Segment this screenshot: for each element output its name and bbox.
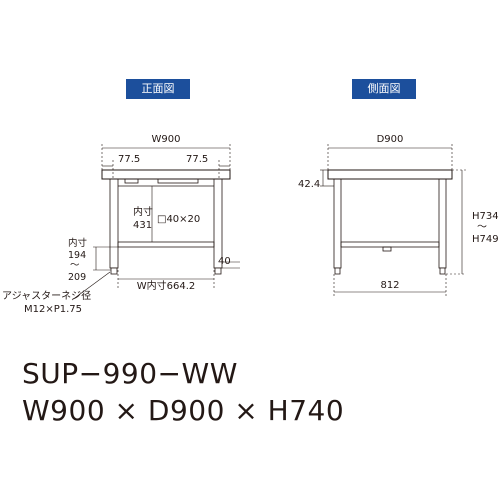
product-model: SUP−990−WW xyxy=(22,357,238,390)
side-adjuster-back xyxy=(439,267,446,275)
side-dimension-lines xyxy=(320,144,466,296)
front-bracket-center xyxy=(157,178,199,184)
front-view-drawing xyxy=(101,169,231,275)
side-view-tab: 側面図 xyxy=(352,79,416,99)
side-inner-depth-label: 812 xyxy=(380,280,399,291)
side-tabletop xyxy=(327,169,453,180)
side-view-drawing xyxy=(327,169,453,275)
front-leg-right xyxy=(213,178,223,269)
front-width-label: W900 xyxy=(152,134,181,145)
front-offset-left-label: 77.5 xyxy=(118,154,140,165)
product-dimensions: W900 × D900 × H740 xyxy=(22,394,345,427)
front-dimension-lines xyxy=(71,144,240,301)
side-depth-label: D900 xyxy=(377,134,404,145)
front-tabletop xyxy=(101,169,231,180)
front-clearance-tilde: ～ xyxy=(70,260,80,271)
front-lower-rail xyxy=(117,241,215,248)
front-leg-left xyxy=(109,178,119,269)
front-leg-size-label: 40 xyxy=(218,256,231,267)
front-adjuster-right xyxy=(214,267,222,275)
front-inner-width-label: W内寸664.2 xyxy=(137,279,196,292)
front-adjuster-left xyxy=(110,267,118,275)
side-lower-rail xyxy=(340,241,440,248)
side-rail-bracket xyxy=(382,246,392,252)
front-clearance-top: 194 xyxy=(68,250,86,261)
side-height-tilde: ～ xyxy=(477,222,487,233)
front-offset-right-label: 77.5 xyxy=(186,154,208,165)
front-adjuster-value: M12×P1.75 xyxy=(24,304,82,315)
front-clearance-label: 内寸 xyxy=(68,237,88,249)
side-height-max: H749 xyxy=(472,234,499,245)
side-adjuster-front xyxy=(334,267,341,275)
side-top-thickness-label: 42.4 xyxy=(298,179,320,190)
front-beam-label: □40×20 xyxy=(157,214,200,225)
side-leg-back xyxy=(438,178,447,269)
front-inner-label: 内寸 xyxy=(133,205,153,218)
front-view-tab: 正面図 xyxy=(126,79,190,99)
front-inner-value: 431 xyxy=(133,220,152,231)
front-clearance-bottom: 209 xyxy=(68,272,86,283)
front-bracket-left xyxy=(124,178,139,184)
side-leg-front xyxy=(333,178,342,269)
side-height-min: H734 xyxy=(472,211,499,222)
front-adjuster-label: アジャスターネジ径 xyxy=(2,289,91,302)
